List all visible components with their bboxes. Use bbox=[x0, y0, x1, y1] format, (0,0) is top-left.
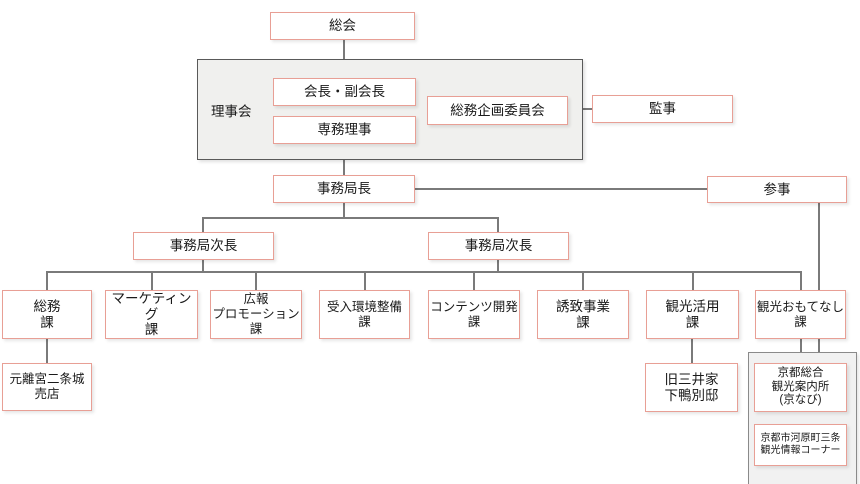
connector-line bbox=[415, 188, 708, 190]
node-chairman-vice-chairman: 会長・副会長 bbox=[273, 78, 416, 106]
connector-line bbox=[497, 260, 499, 273]
connector-line bbox=[818, 203, 820, 290]
node-dept-tourism-hospitality: 観光おもてなし 課 bbox=[755, 290, 846, 339]
connector-line bbox=[151, 271, 153, 290]
node-dept-tourism-utilization: 観光活用 課 bbox=[646, 290, 739, 339]
node-dept-pr-promotion: 広報 プロモーション 課 bbox=[210, 290, 302, 339]
node-kawaramachi-sanjo-info-corner: 京都市河原町三条 観光情報コーナー bbox=[754, 424, 847, 466]
node-general-affairs-planning-committee: 総務企画委員会 bbox=[427, 96, 568, 125]
node-dept-content-development: コンテンツ開発 課 bbox=[428, 290, 520, 339]
connector-line bbox=[473, 271, 475, 290]
connector-line bbox=[343, 203, 345, 219]
connector-line bbox=[343, 40, 345, 60]
connector-line bbox=[692, 271, 694, 290]
connector-line bbox=[46, 271, 802, 273]
connector-line bbox=[202, 217, 499, 219]
node-nijo-castle-shop: 元離宮二条城 売店 bbox=[2, 363, 92, 411]
node-executive-director: 専務理事 bbox=[273, 116, 416, 144]
connector-line bbox=[46, 339, 48, 363]
node-dept-marketing: マーケティング 課 bbox=[105, 290, 198, 339]
node-general-assembly: 総会 bbox=[270, 12, 415, 40]
node-auditor: 監事 bbox=[592, 95, 733, 123]
node-kyoto-tourist-info-center: 京都総合 観光案内所 (京なび) bbox=[754, 363, 847, 412]
connector-line bbox=[255, 271, 257, 290]
board-panel-label: 理事会 bbox=[211, 103, 252, 119]
connector-line bbox=[691, 339, 693, 363]
connector-line bbox=[800, 271, 802, 290]
connector-line bbox=[343, 160, 345, 176]
connector-line bbox=[582, 271, 584, 290]
node-deputy-secretary-general-left: 事務局次長 bbox=[133, 232, 274, 260]
connector-line bbox=[202, 260, 204, 273]
node-deputy-secretary-general-right: 事務局次長 bbox=[428, 232, 569, 260]
connector-line bbox=[46, 271, 48, 290]
connector-line bbox=[497, 217, 499, 232]
node-dept-general-affairs: 総務 課 bbox=[2, 290, 92, 339]
node-dept-attraction-business: 誘致事業 課 bbox=[537, 290, 629, 339]
node-secretary-general: 事務局長 bbox=[273, 175, 415, 203]
node-counselor: 参事 bbox=[707, 176, 847, 203]
connector-line bbox=[364, 271, 366, 290]
node-dept-reception-environment: 受入環境整備 課 bbox=[319, 290, 410, 339]
connector-line bbox=[800, 339, 802, 353]
connector-line bbox=[202, 217, 204, 232]
connector-line bbox=[818, 339, 820, 353]
node-mitsui-shimogamo-villa: 旧三井家 下鴨別邸 bbox=[645, 363, 738, 412]
